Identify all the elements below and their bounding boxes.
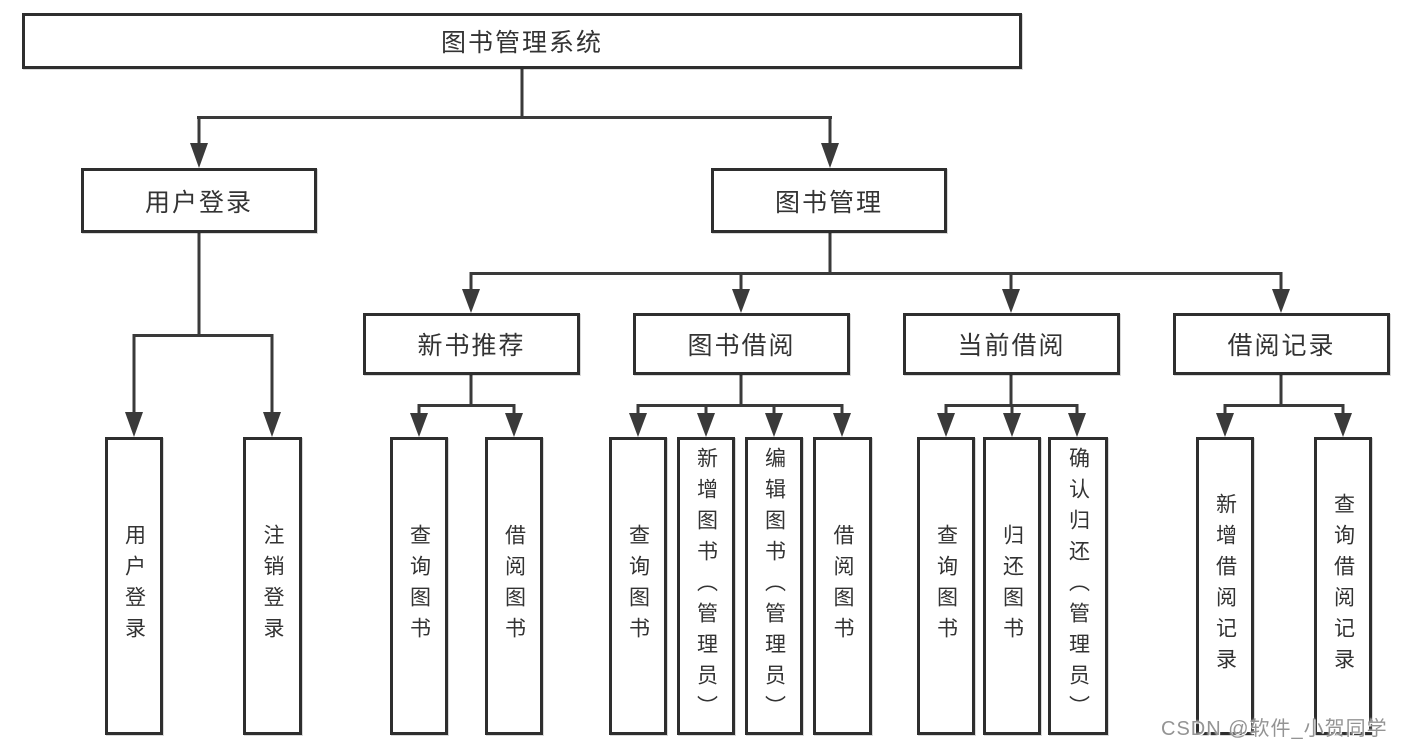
node-borrow-records: 借阅记录	[1173, 313, 1390, 375]
leaf-query-books-2: 查询图书	[609, 437, 667, 735]
leaf-edit-book-admin: 编辑图书（管理员）	[745, 437, 803, 735]
node-new-book-recommend: 新书推荐	[363, 313, 580, 375]
node-user-login: 用户登录	[81, 168, 317, 233]
leaf-return-book: 归还图书	[983, 437, 1041, 735]
leaf-query-books-1: 查询图书	[390, 437, 448, 735]
leaf-add-book-admin: 新增图书（管理员）	[677, 437, 735, 735]
arrowheads	[125, 143, 1352, 437]
leaf-add-borrow-record: 新增借阅记录	[1196, 437, 1254, 735]
leaf-user-login: 用户登录	[105, 437, 163, 735]
leaf-logout: 注销登录	[243, 437, 302, 735]
leaf-query-borrow-record: 查询借阅记录	[1314, 437, 1372, 735]
leaf-borrow-books-1: 借阅图书	[485, 437, 543, 735]
leaf-query-books-3: 查询图书	[917, 437, 975, 735]
node-root: 图书管理系统	[22, 13, 1022, 69]
node-book-borrow: 图书借阅	[633, 313, 850, 375]
leaf-confirm-return-admin: 确认归还（管理员）	[1048, 437, 1108, 735]
node-book-management: 图书管理	[711, 168, 947, 233]
leaf-borrow-books-2: 借阅图书	[813, 437, 872, 735]
node-current-borrow: 当前借阅	[903, 313, 1120, 375]
watermark: CSDN @软件_小贺同学	[1161, 718, 1388, 740]
